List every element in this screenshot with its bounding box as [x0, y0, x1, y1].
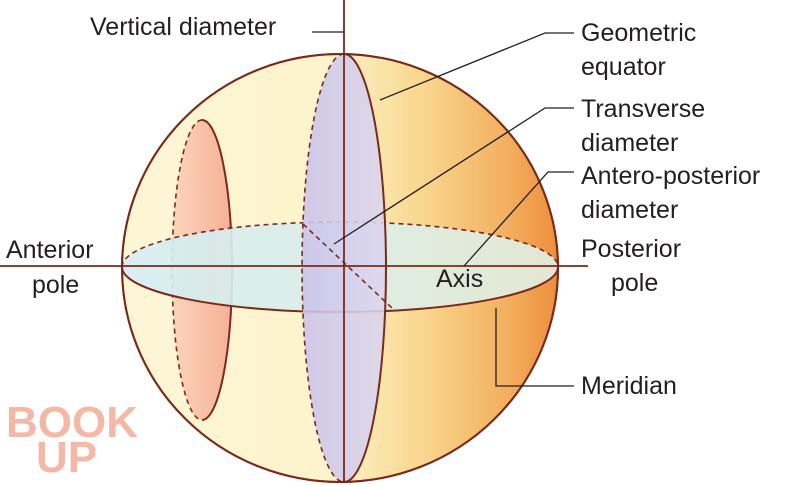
label-transverse-diameter-1: Transverse [581, 95, 705, 123]
leader-lines [312, 31, 574, 387]
globe-outline [121, 53, 559, 483]
bookup-watermark: BOOK UP [6, 398, 138, 482]
label-transverse-diameter-2: diameter [581, 129, 678, 157]
leader-geometric-equator [379, 32, 574, 101]
label-posterior-pole-2: pole [611, 269, 658, 297]
label-anterior-pole-2: pole [32, 271, 79, 299]
leader-meridian [495, 308, 574, 387]
watermark-line1: BOOK [6, 398, 138, 447]
label-anterior-pole-1: Anterior [6, 236, 94, 264]
label-geometric-equator-1: Geometric [581, 19, 696, 47]
leader-antero-posterior [463, 171, 574, 267]
label-geometric-equator-2: equator [581, 53, 666, 81]
label-posterior-pole-1: Posterior [581, 235, 681, 263]
vertical-plane-front-edge [343, 53, 387, 483]
label-antero-posterior-2: diameter [581, 196, 678, 224]
vertical-plane-back-edge [301, 53, 345, 483]
transverse-diameter-line [302, 223, 393, 309]
label-axis: Axis [436, 265, 483, 293]
label-antero-posterior-1: Antero-posterior [581, 162, 760, 190]
label-vertical-diameter: Vertical diameter [90, 13, 276, 41]
leader-transverse-diameter [333, 107, 574, 245]
watermark-line2: UP [36, 433, 97, 482]
label-meridian: Meridian [581, 372, 677, 400]
